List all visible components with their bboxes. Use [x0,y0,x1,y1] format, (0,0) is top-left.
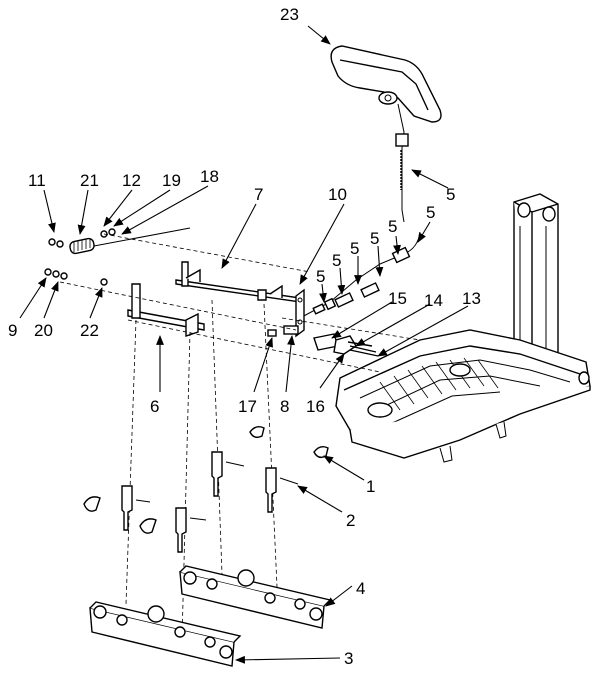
callout-5d: 5 [370,229,379,248]
callout-23: 23 [280,5,299,24]
front-rail-part [89,601,242,667]
callout-22: 22 [80,321,99,340]
callout-12: 12 [122,171,141,190]
callout-21: 21 [80,171,99,190]
pivot-hardware-group [83,425,329,553]
left-hardware-group [44,227,191,286]
callout-13: 13 [462,289,481,308]
callout-1: 1 [366,477,375,496]
lever-part [295,288,305,338]
callout-5e: 5 [350,239,359,258]
callout-7: 7 [254,185,263,204]
small-hardware-group [267,325,379,357]
callout-5b: 5 [426,203,435,222]
callouts: 23 5 5 5 5 5 5 5 11 21 12 19 18 [8,5,481,668]
rear-rail-part [179,565,332,629]
callout-19: 19 [162,171,181,190]
callout-6: 6 [150,397,159,416]
callout-3: 3 [344,649,353,668]
callout-5c: 5 [388,217,397,236]
handle-bar-part [330,45,442,123]
callout-18: 18 [200,167,219,186]
upper-rod-part [175,261,301,303]
callout-2: 2 [346,511,355,530]
base-frame-part [335,193,591,463]
cable-part [299,103,421,319]
callout-14: 14 [424,291,443,310]
callout-15: 15 [388,289,407,308]
callout-17: 17 [238,397,257,416]
callout-20: 20 [34,321,53,340]
callout-5a: 5 [446,185,455,204]
callout-9: 9 [8,321,17,340]
callout-10: 10 [328,185,347,204]
callout-4: 4 [356,579,365,598]
callout-16: 16 [306,397,325,416]
callout-5g: 5 [316,267,325,286]
callout-11: 11 [28,171,46,190]
callout-5f: 5 [332,251,341,270]
lower-rod-part [127,283,205,337]
callout-8: 8 [280,397,289,416]
